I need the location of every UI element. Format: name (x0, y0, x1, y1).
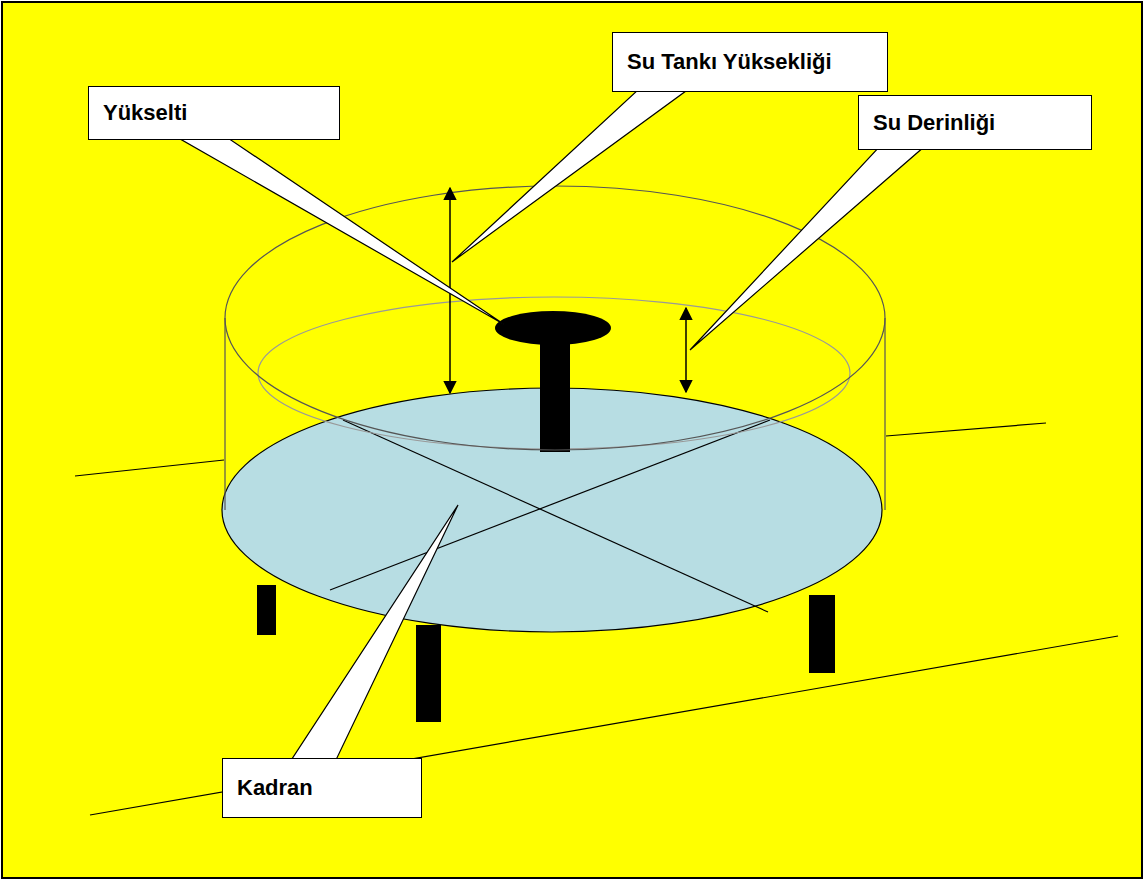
callout-box: Yükselti (88, 86, 340, 140)
depth-arrow (685, 308, 687, 392)
pedestal-top (495, 311, 611, 345)
tank-wall (225, 186, 885, 510)
callout-box: Kadran (222, 758, 422, 818)
callout-pointers (175, 88, 925, 762)
callout-label: Yükselti (103, 100, 187, 126)
pedestal (540, 330, 570, 452)
callout-label: Kadran (237, 775, 313, 801)
callout-box: Su Tankı Yüksekliği (612, 32, 888, 92)
callout-label: Su Derinliği (873, 110, 995, 136)
callout-label: Su Tankı Yüksekliği (627, 49, 832, 75)
callout-box: Su Derinliği (858, 95, 1092, 150)
